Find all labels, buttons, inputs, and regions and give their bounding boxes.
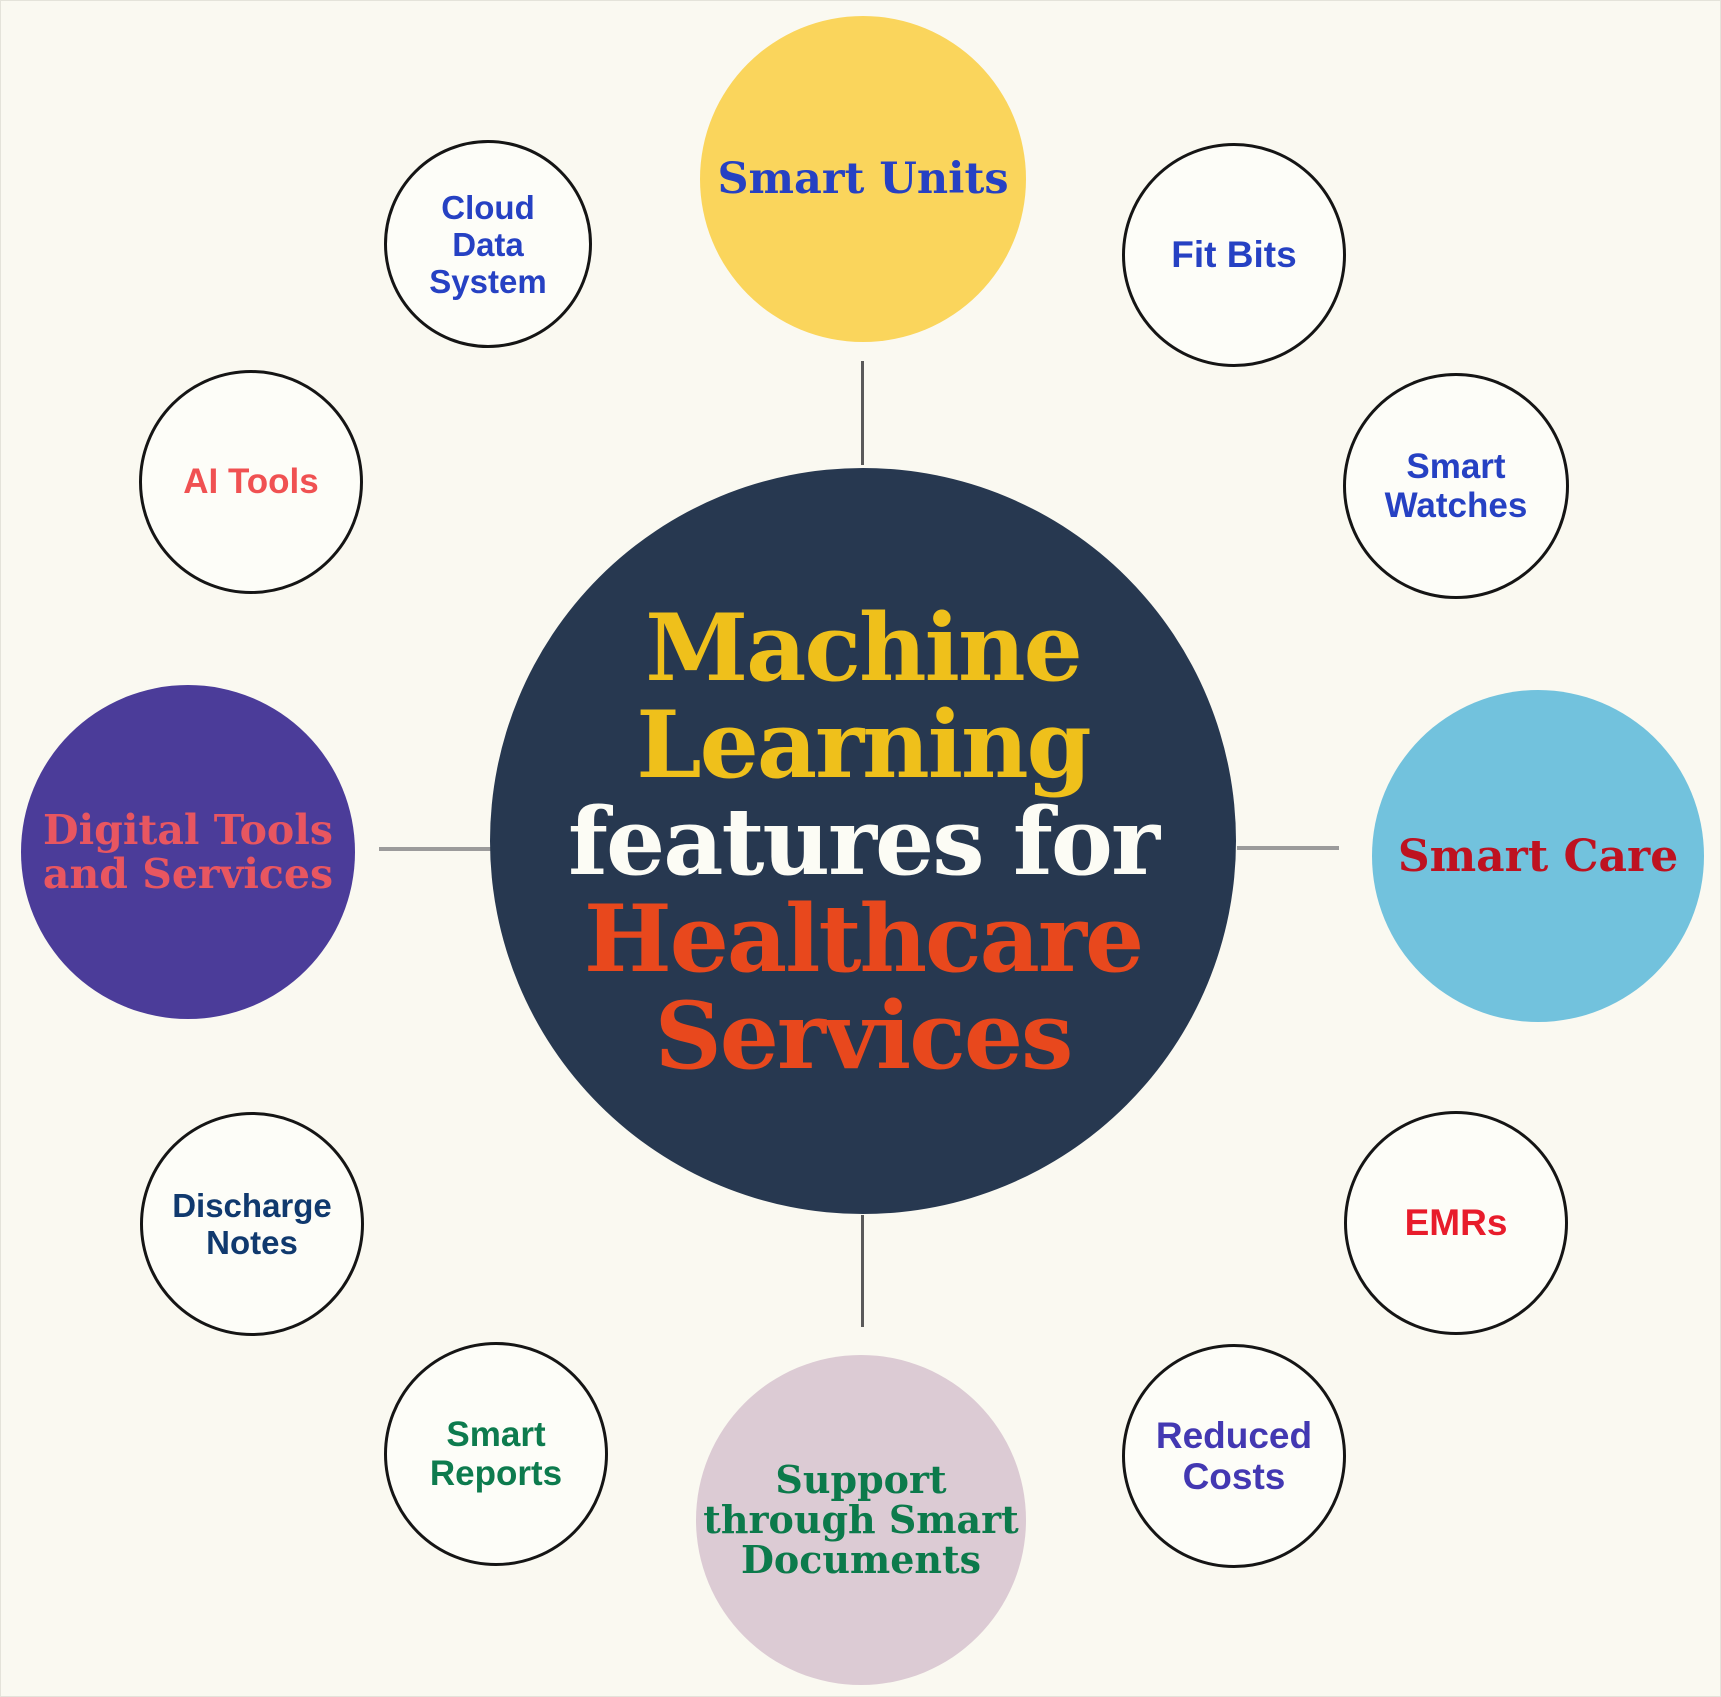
node-ai-tools: AI Tools xyxy=(139,370,363,594)
node-label: Reduced Costs xyxy=(1155,1415,1313,1497)
node-machine-learning-center: Machine Learning features for Healthcare… xyxy=(490,468,1236,1214)
node-smart-watches: Smart Watches xyxy=(1343,373,1569,599)
node-label: AI Tools xyxy=(183,462,319,501)
node-label: Support through Smart Documents xyxy=(703,1457,1019,1582)
node-label: Smart Care xyxy=(1397,830,1679,882)
node-label: Discharge Notes xyxy=(172,1187,332,1261)
node-cloud-data-system: Cloud Data System xyxy=(384,140,592,348)
center-title-line: Healthcare xyxy=(583,883,1144,993)
node-label: EMRs xyxy=(1404,1202,1508,1243)
connector-top xyxy=(861,361,864,465)
center-title-line: features for xyxy=(568,786,1160,896)
connector-right xyxy=(1237,846,1339,850)
node-fit-bits: Fit Bits xyxy=(1122,143,1346,367)
node-label: Smart Reports xyxy=(429,1415,563,1493)
node-label: Smart Watches xyxy=(1384,447,1528,525)
node-smart-units: Smart Units xyxy=(700,16,1026,342)
connector-bottom xyxy=(861,1215,864,1327)
center-title-line: Machine xyxy=(645,592,1083,702)
node-label: Cloud Data System xyxy=(429,188,547,300)
node-smart-reports: Smart Reports xyxy=(384,1342,608,1566)
node-reduced-costs: Reduced Costs xyxy=(1122,1344,1346,1568)
node-smart-care: Smart Care xyxy=(1372,690,1704,1022)
center-title: Machine Learning features for Healthcare… xyxy=(568,592,1160,1090)
node-discharge-notes: Discharge Notes xyxy=(140,1112,364,1336)
node-label: Fit Bits xyxy=(1171,234,1297,275)
node-label: Smart Units xyxy=(717,154,1009,204)
node-digital-tools-and-services: Digital Tools and Services xyxy=(21,685,355,1019)
center-title-line: Services xyxy=(654,980,1074,1090)
center-title-line: Learning xyxy=(636,689,1091,799)
connector-left xyxy=(379,847,497,851)
node-emrs: EMRs xyxy=(1344,1111,1568,1335)
node-support-through-smart-documents: Support through Smart Documents xyxy=(696,1355,1026,1685)
node-label: Digital Tools and Services xyxy=(42,806,334,898)
